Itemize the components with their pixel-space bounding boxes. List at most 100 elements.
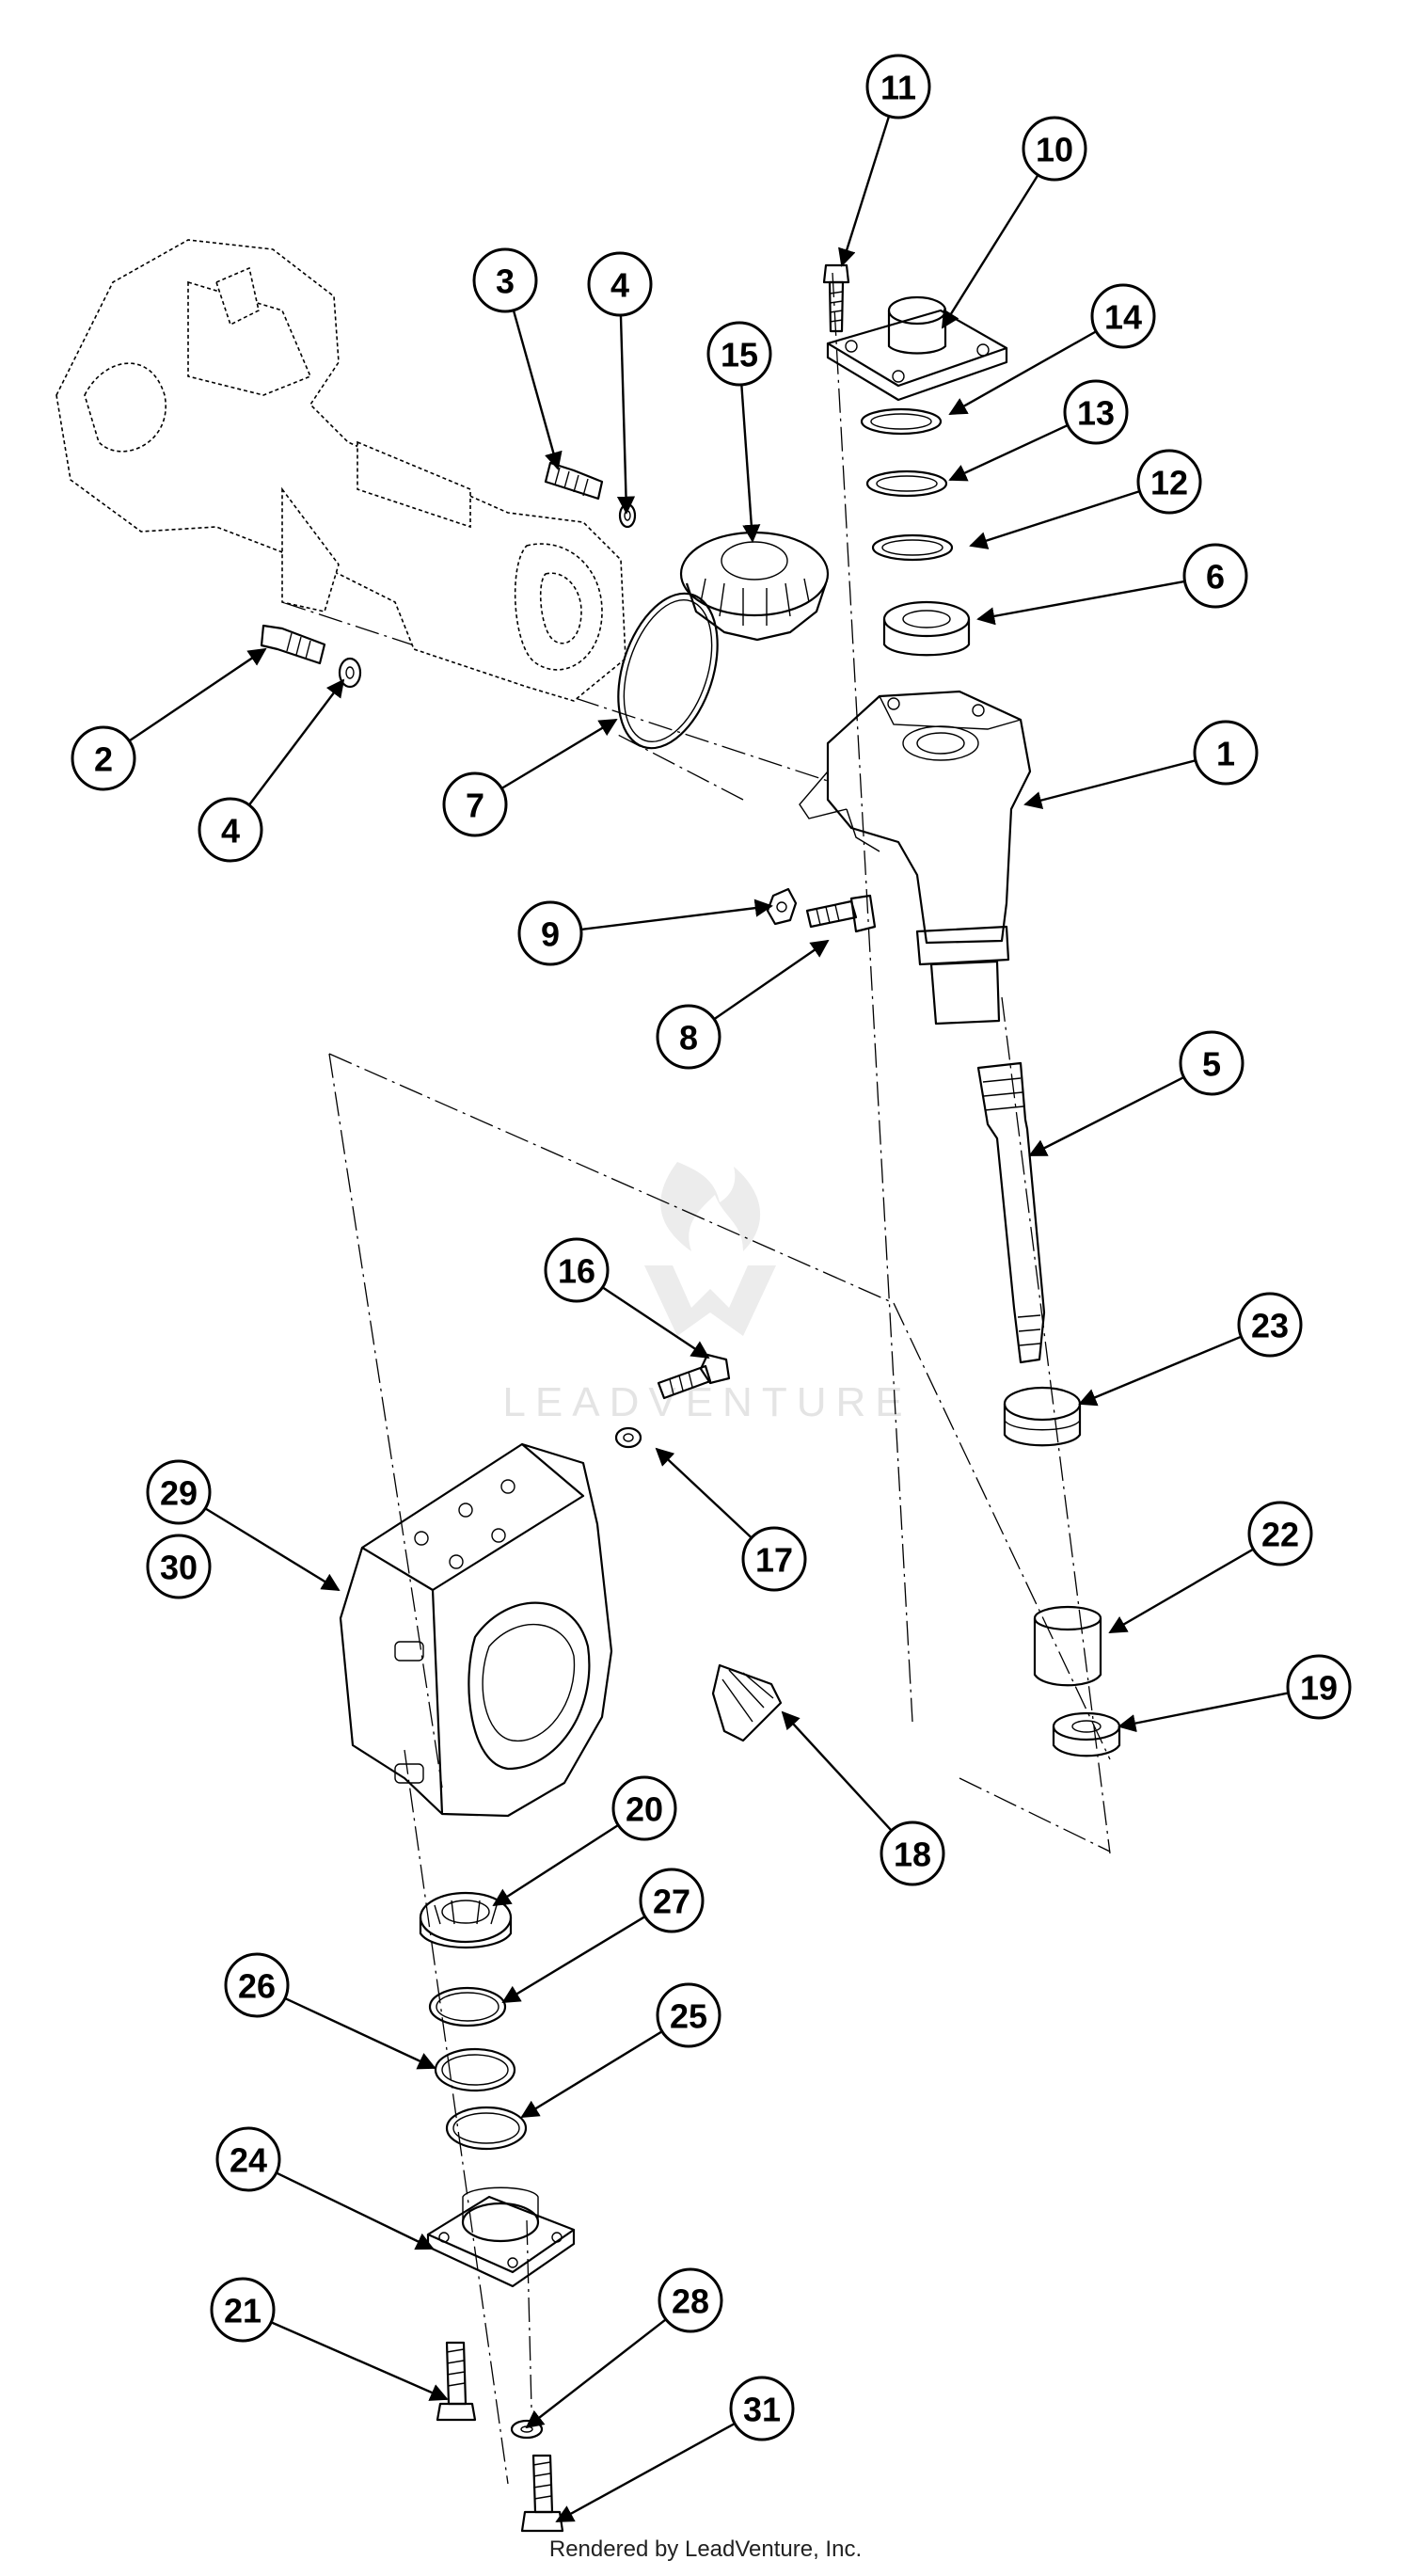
callout-number-14: 14 [1104,298,1142,337]
bolt-part-3 [544,461,604,501]
callout-9: 9 [517,898,773,966]
callout-24: 24 [215,2126,435,2250]
callout-circle-27 [639,1868,705,1933]
callout-17: 17 [655,1447,807,1592]
callout-circle-20 [611,1775,677,1841]
bevel-pinion-part-18 [711,1663,783,1742]
callout-1: 1 [1023,720,1259,809]
callout-number-23: 23 [1251,1307,1289,1345]
callout-circle-24 [215,2126,281,2192]
leader-arrow-10 [941,174,1039,329]
washer-part-17 [614,1426,642,1449]
callout-number-4: 4 [610,266,629,305]
callout-number-3: 3 [496,262,515,301]
leader-arrow-18 [781,1710,893,1832]
leader-arrow-23 [1078,1335,1242,1407]
callout-circle-3 [472,247,538,313]
callout-circle-8 [656,1004,721,1070]
callout-circle-13 [1063,379,1129,445]
leader-arrow-31 [555,2422,736,2523]
callout-circle-7 [442,771,508,837]
shaft-part-5 [976,1061,1046,1364]
leader-arrow-4 [247,678,345,806]
leader-arrow-27 [501,1916,646,2004]
callout-number-15: 15 [721,336,758,374]
nut-part-9 [766,887,798,926]
callout-circle-25 [656,1982,721,2048]
transaxle-housing [55,239,626,702]
callout-6: 6 [976,543,1248,626]
leader-arrow-24 [276,2171,435,2250]
callout-25: 25 [520,1982,721,2119]
bevel-gear-part-15 [679,531,830,642]
callout-8: 8 [656,939,830,1070]
callout-31: 31 [555,2376,795,2523]
leader-arrow-21 [270,2321,449,2401]
callout-circle-5 [1179,1030,1245,1096]
callout-circle-10 [1022,116,1087,182]
callout-circle-4 [587,251,653,317]
bolt-part-21 [436,2341,477,2422]
bearing-part-23 [1003,1386,1082,1447]
callout-3: 3 [472,247,563,470]
watermark-text: LEADVENTURE [502,1379,912,1425]
leader-arrow-29 [204,1507,341,1592]
callout-number-31: 31 [743,2391,781,2429]
leader-arrow-11 [838,116,891,267]
leader-arrow-26 [284,1996,436,2070]
gear-case-part-1 [799,690,1032,1026]
cover-plate-part-10 [826,295,1008,402]
ring-part-25 [445,2106,528,2151]
leader-arrow-13 [948,423,1069,482]
leader-arrow-8 [713,939,830,1021]
callout-29: 29 [146,1459,341,1592]
callout-circle-6 [1182,543,1248,609]
callout-16: 16 [544,1237,710,1360]
bolt-part-8 [805,894,877,933]
callout-number-18: 18 [894,1836,931,1874]
leader-arrow-19 [1118,1692,1289,1733]
leader-arrow-6 [976,580,1185,626]
callout-number-2: 2 [94,740,113,779]
callout-circle-16 [544,1237,610,1303]
callout-28: 28 [525,2267,723,2429]
callout-circle-29 [146,1459,212,1525]
leader-arrow-1 [1023,759,1197,809]
seal-part-19 [1052,1711,1121,1757]
callout-number-30: 30 [160,1549,198,1587]
phantom-lines [281,272,1111,2485]
callout-20: 20 [492,1775,677,1907]
callout-number-28: 28 [672,2282,709,2321]
bolt-part-11 [822,263,850,333]
callout-number-27: 27 [653,1883,690,1921]
callout-circle-19 [1286,1654,1352,1720]
callout-number-7: 7 [466,787,484,825]
leader-arrow-4 [616,314,636,515]
callout-circle-22 [1247,1501,1313,1566]
callout-30: 30 [146,1534,212,1599]
callout-circle-17 [741,1526,807,1592]
flame-logo-icon [660,1162,761,1251]
callout-number-17: 17 [755,1541,793,1580]
callout-number-22: 22 [1261,1516,1299,1554]
callout-12: 12 [969,449,1202,549]
callout-number-20: 20 [626,1790,663,1829]
callout-circle-2 [71,725,136,791]
callout-27: 27 [501,1868,705,2004]
leader-arrow-9 [580,898,773,931]
washer-part-28 [510,2419,544,2440]
leader-arrow-12 [969,489,1140,549]
leader-arrow-20 [492,1823,619,1907]
callout-circle-12 [1136,449,1202,515]
callout-number-11: 11 [880,69,916,107]
ring-part-27 [428,1986,507,2027]
leader-arrow-17 [655,1447,753,1539]
callout-5: 5 [1028,1030,1245,1157]
callout-number-24: 24 [230,2141,267,2180]
callout-circle-31 [729,2376,795,2441]
shim-part-14 [860,407,943,436]
callout-circle-9 [517,900,583,966]
callout-number-16: 16 [558,1252,595,1291]
